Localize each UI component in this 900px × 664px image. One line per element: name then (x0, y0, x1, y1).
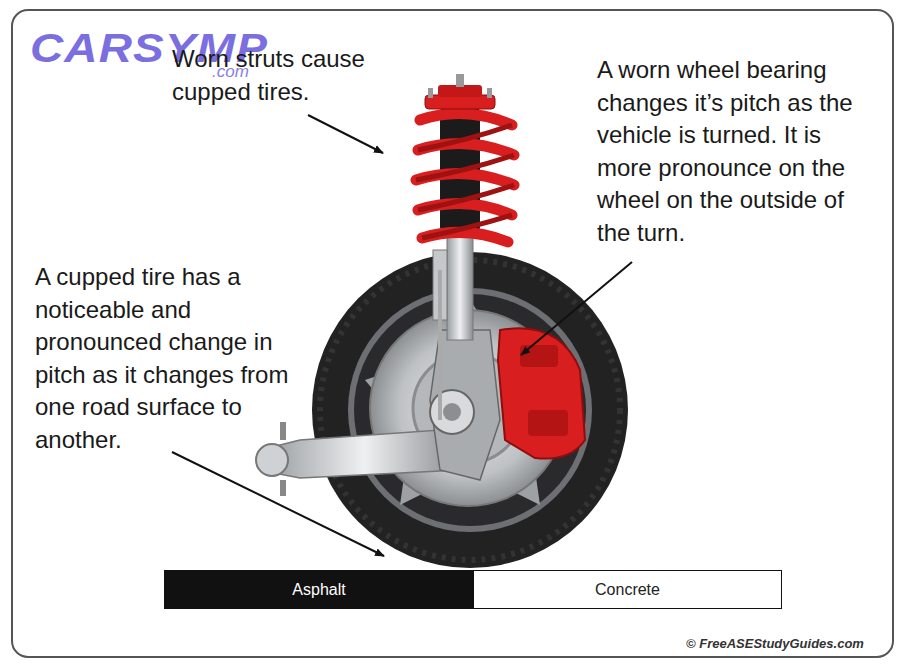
leader-arrow (308, 115, 383, 153)
control-arm (268, 430, 460, 478)
leader-arrow (172, 452, 384, 556)
band-label: Asphalt (292, 581, 345, 599)
brake-caliper (498, 328, 585, 458)
copyright: © FreeASEStudyGuides.com (686, 636, 886, 652)
coil-spring (416, 114, 514, 242)
road-surface-band: Asphalt (164, 570, 474, 609)
callout-note: Worn struts cause cupped tires. (172, 43, 387, 108)
callout-note: A cupped tire has a noticeable and prono… (35, 261, 293, 456)
strut-mount (425, 95, 495, 109)
band-label: Concrete (595, 581, 660, 599)
leader-arrow (521, 262, 632, 355)
wheel-bearing-hub (430, 390, 474, 434)
strut-body (447, 230, 473, 340)
frame (12, 10, 893, 657)
road-surface-band: Concrete (473, 570, 782, 609)
callout-note: A worn wheel bearing changes it’s pitch … (597, 54, 859, 249)
